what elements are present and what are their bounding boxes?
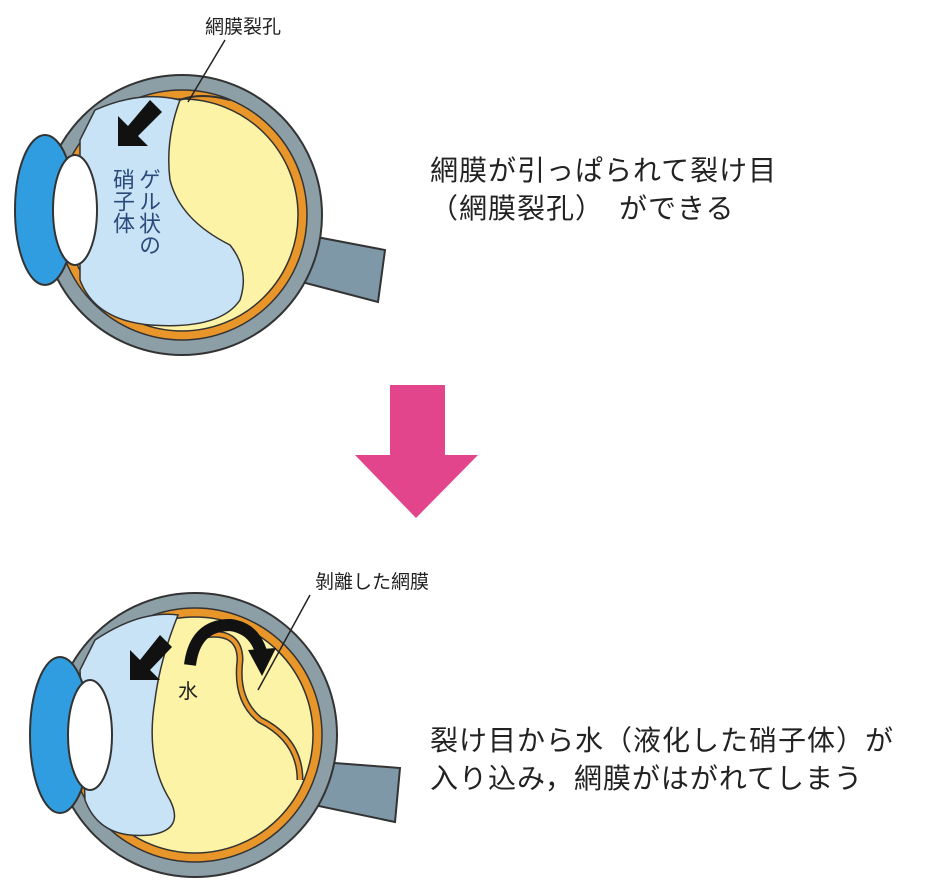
top-vitreous-gel	[79, 95, 245, 327]
top-caption-line-1: 網膜が引っぱられて裂け目	[430, 154, 778, 187]
detached-retina-label: 剝離した網膜	[315, 571, 430, 593]
top-gel-arrow	[118, 100, 162, 146]
bottom-gel-arrow	[130, 635, 172, 680]
retinal-tear-label: 網膜裂孔	[205, 16, 282, 38]
gel-vitreous-line-1: ゲル状の	[135, 168, 160, 256]
bottom-eye	[29, 592, 402, 878]
water-label: 水	[178, 679, 198, 703]
detached-leader	[257, 594, 311, 691]
gel-vitreous-line-2: 硝子体	[109, 168, 134, 234]
top-caption: 網膜が引っぱられて裂け目 （網膜裂孔） ができる	[430, 152, 777, 228]
bottom-caption: 裂け目から水（液化した硝子体）が 入り込み，網膜がはがれてしまう	[430, 722, 894, 798]
top-tear-flap	[179, 95, 231, 101]
bottom-vitreous-gel	[79, 613, 180, 837]
bottom-caption-line-1: 裂け目から水（液化した硝子体）が	[430, 724, 895, 757]
bottom-lens	[67, 679, 113, 791]
water-flow-arrow	[184, 618, 268, 666]
bottom-caption-line-2: 入り込み，網膜がはがれてしまう	[430, 762, 864, 795]
top-tear-leader	[187, 39, 226, 103]
gel-vitreous-label: ゲル状の 硝子体	[108, 168, 160, 256]
top-eye	[14, 39, 387, 356]
top-caption-line-2: （網膜裂孔） ができる	[430, 192, 735, 225]
down-arrow	[355, 385, 478, 518]
top-lens	[52, 154, 98, 266]
